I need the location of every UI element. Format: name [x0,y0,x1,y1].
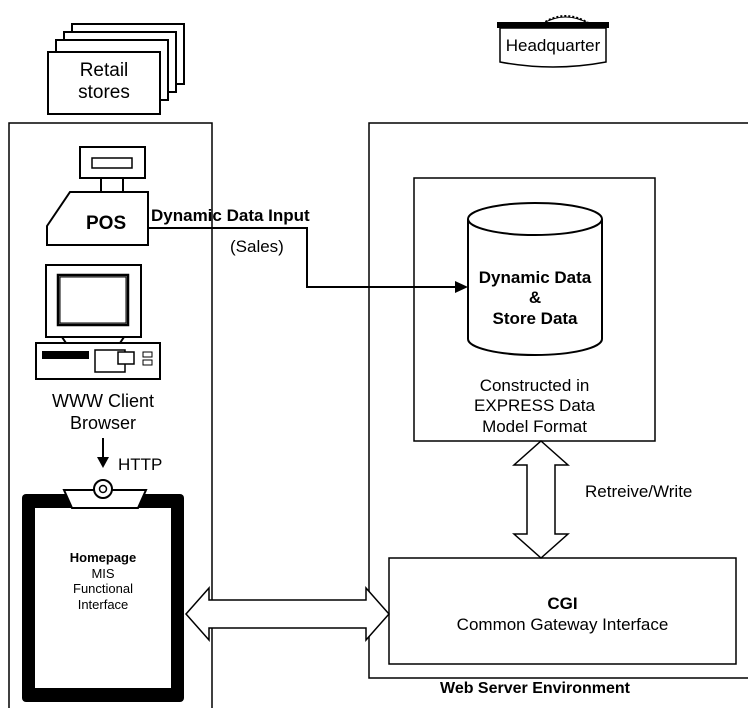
database-line2: & [528,288,542,308]
homepage-label: Homepage MIS Functional Interface [35,550,171,612]
http-label: HTTP [118,455,163,474]
cgi-box [388,557,737,665]
web-server-panel [368,122,748,679]
computer-icon [35,264,161,380]
retail-stores-label: Retail stores [48,60,160,104]
retail-stores-line2: stores [78,81,130,103]
client-line1: WWW Client [52,391,154,411]
cgi-title: CGI [547,594,578,613]
clipboard-icon [22,479,184,702]
client-label: WWW Client Browser [20,391,186,434]
constructed-label: Constructed in EXPRESS Data Model Format [414,376,655,437]
web-server-label: Web Server Environment [440,680,630,697]
database-cylinder-icon [467,202,603,356]
cgi-subtitle: Common Gateway Interface [456,615,669,635]
constructed-line2: EXPRESS Data [474,396,595,416]
headquarter-label: Headquarter [505,36,601,55]
database-line1: Dynamic Data [478,268,592,287]
retail-panel [8,122,213,708]
homepage-line1: Homepage [69,550,137,565]
homepage-line3: Functional [73,581,133,597]
retrieve-write-label: Retreive/Write [585,482,693,501]
database-label: Dynamic Data & Store Data [468,268,602,329]
cgi-label: CGI Common Gateway Interface [389,593,736,636]
pos-label: POS [86,213,127,234]
dynamic-data-input-label: Dynamic Data Input [151,206,310,225]
homepage-cgi-arrow [184,586,391,642]
dynamic-data-connector [148,227,468,293]
homepage-line4: Interface [77,596,129,612]
database-line3: Store Data [492,308,578,328]
headquarter-icon [497,15,609,68]
sales-label: (Sales) [230,237,284,256]
retail-stores-icon [47,23,185,115]
constructed-line3: Model Format [482,416,587,436]
retrieve-write-arrow [512,439,570,560]
retail-stores-line1: Retail [79,60,129,81]
constructed-line1: Constructed in [479,376,590,395]
client-line2: Browser [69,412,136,433]
pos-terminal-icon [46,146,149,246]
homepage-line2: MIS [91,565,115,581]
data-model-box [413,177,656,442]
http-arrow [97,438,109,468]
